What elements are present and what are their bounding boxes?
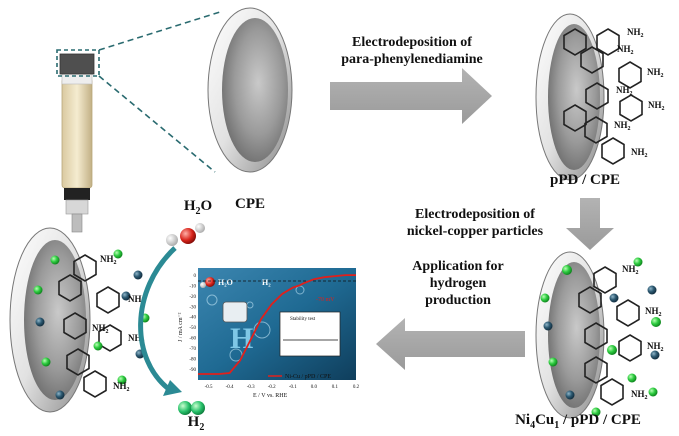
arrow-left [376, 318, 525, 370]
cpe-disc [207, 7, 293, 173]
electrode-photo [56, 49, 100, 233]
step1-label: Electrodeposition of para-phenylenediami… [318, 34, 506, 68]
nicu-label: Ni4Cu1 / pPD / CPE [488, 412, 668, 434]
h2-label: H2 [178, 414, 214, 436]
x-tick-label: -0.4 [226, 385, 234, 390]
chart-decor-h2o-o [205, 277, 215, 287]
hydrogen-electrode [9, 227, 122, 413]
chart-decor-h2o-h [200, 282, 206, 288]
x-tick-label: 0.2 [353, 385, 360, 390]
nicu-particles [540, 257, 661, 417]
chart-y-ticks: 0 -10 -20 -30 -40 -50 -60 -70 -80 -90 [189, 274, 196, 373]
chart-annotation: -70 mV [316, 297, 335, 303]
nh2-label: NH2 [647, 341, 664, 353]
h2o-label: H2O [176, 198, 220, 220]
y-tick-label: -60 [189, 337, 196, 342]
x-tick-label: -0.3 [247, 385, 255, 390]
x-tick-label: -0.2 [268, 385, 276, 390]
step3-line1: Application for [412, 259, 504, 274]
nicu-suffix: / pPD / CPE [559, 412, 641, 428]
zoom-line-bottom [98, 75, 216, 173]
inset-plot: Stability test [279, 311, 341, 357]
step2-label: Electrodeposition of nickel-copper parti… [386, 206, 564, 240]
chart-h2-label: H₂ [262, 278, 271, 287]
chart-h2o-label: H₂O [218, 278, 233, 287]
nh2-label: NH2 [648, 100, 665, 112]
chart-decor-big-h: H [230, 322, 253, 355]
nicu-ni-sub: 4 [530, 420, 536, 431]
step3-label: Application for hydrogen production [388, 258, 528, 309]
step3-line3: production [425, 293, 491, 308]
nh2-label: NH2 [617, 44, 634, 56]
nicu-electrode [535, 251, 642, 419]
nh2-label: NH2 [113, 381, 130, 393]
h2o-sub: 2 [195, 206, 201, 217]
nh2-label: NH2 [627, 27, 644, 39]
zoom-line-top [98, 11, 221, 51]
y-tick-label: -50 [189, 326, 196, 331]
x-tick-label: 0.0 [311, 385, 318, 390]
nicu-cu-sub: 1 [554, 420, 560, 431]
chart-x-axis-title: E / V vs. RHE [253, 393, 288, 399]
x-tick-label: -0.1 [289, 385, 297, 390]
y-tick-label: -70 [189, 347, 196, 352]
nh2-label: NH2 [631, 389, 648, 401]
h2o-h: H [183, 198, 196, 214]
ppd-cpe-label: pPD / CPE [549, 172, 620, 188]
arrow-right [330, 68, 492, 124]
step2-line1: Electrodeposition of [415, 207, 535, 222]
step2-line2: nickel-copper particles [406, 224, 544, 239]
cpe-label: CPE [235, 196, 265, 212]
h2-sub: 2 [199, 422, 205, 433]
arrow-down [566, 198, 614, 250]
nh2-label: NH2 [100, 254, 117, 266]
x-tick-label: 0.1 [332, 385, 339, 390]
nh2-label: NH2 [616, 85, 633, 97]
curved-arrow [138, 246, 177, 392]
y-tick-label: -90 [189, 368, 196, 373]
h2-molecule [178, 401, 205, 415]
curved-arrow-head [163, 380, 182, 396]
inset-title: Stability test [290, 317, 316, 322]
chart-decor-cell [222, 301, 248, 323]
y-tick-label: -30 [189, 305, 196, 310]
x-tick-label: -0.5 [205, 385, 213, 390]
h2-h: H [187, 414, 200, 430]
nicu-cu: Cu [535, 412, 555, 428]
y-tick-label: 0 [194, 274, 197, 279]
nh2-label: NH2 [614, 120, 631, 132]
y-tick-label: -40 [189, 316, 196, 321]
chart-y-axis-title: J / mA cm⁻² [178, 312, 184, 342]
nh2-label: NH2 [622, 264, 639, 276]
step1-line2: para-phenylenediamine [341, 52, 483, 67]
y-tick-label: -80 [189, 357, 196, 362]
y-tick-label: -10 [189, 284, 196, 289]
step3-line2: hydrogen [429, 276, 487, 291]
nh2-label: NH2 [92, 323, 109, 335]
chart-x-ticks: -0.5 -0.4 -0.3 -0.2 -0.1 0.0 0.1 0.2 [205, 385, 360, 390]
nh2-label: NH2 [645, 306, 662, 318]
step1-line1: Electrodeposition of [352, 35, 472, 50]
nh2-label: NH2 [647, 67, 664, 79]
lsv-curve [198, 274, 356, 375]
h2o-o: O [200, 198, 213, 214]
ppd-electrode [535, 13, 643, 181]
chart-legend-label: Ni-Cu / pPD / CPE [285, 374, 331, 380]
nh2-label: NH2 [631, 147, 648, 159]
h2o-molecule [166, 223, 205, 246]
nicu-ni: Ni [515, 412, 531, 428]
lsv-chart: H H₂O H₂ Stability test -70 mV 0 -10 -20 -3… [178, 268, 360, 399]
y-tick-label: -20 [189, 295, 196, 300]
